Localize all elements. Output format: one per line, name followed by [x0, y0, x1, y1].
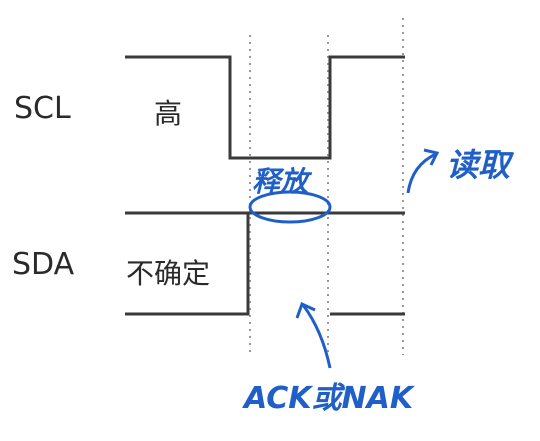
scl-high-label: 高	[154, 97, 183, 130]
read-arrow-head-icon	[423, 148, 440, 166]
release-note: 释放	[252, 165, 309, 198]
read-note: 读取	[446, 146, 511, 184]
sda-undetermined-label: 不确定	[126, 257, 211, 290]
ack-arrow	[301, 304, 332, 369]
sda-low-segment-1	[125, 213, 250, 316]
ack-arrow-head-icon	[295, 301, 316, 319]
scl-label: SCL	[14, 91, 71, 126]
sda-label: SDA	[12, 247, 75, 282]
scl-waveform	[125, 55, 405, 160]
release-circle	[248, 190, 332, 224]
ack-nak-note: ACK或NAK	[244, 381, 414, 416]
read-arrow	[406, 152, 437, 194]
